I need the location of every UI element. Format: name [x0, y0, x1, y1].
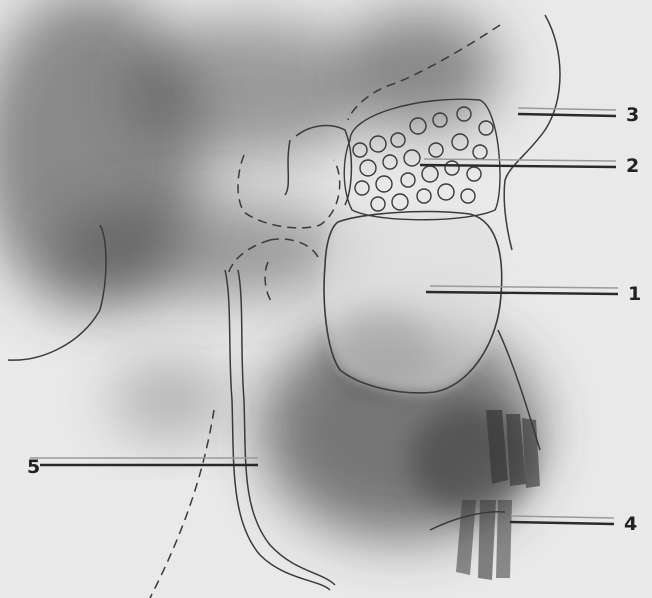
callout-label-3: 3: [626, 106, 639, 125]
mid-dark-band: [50, 200, 350, 300]
left-lower-shadow: [110, 360, 230, 440]
leader-line-4: [510, 522, 614, 524]
orbit-contour: [505, 15, 560, 180]
sinus-cavity: [324, 212, 502, 393]
leader-line-2: [420, 165, 616, 167]
upper-dark-region: [130, 20, 370, 160]
callout-label-1: 1: [628, 285, 641, 304]
orbit-dark-region: [340, 10, 500, 130]
callout-label-2: 2: [626, 157, 639, 176]
callout-label-5: 5: [27, 458, 40, 477]
right-upper-contour: [504, 180, 512, 250]
leader-line-3: [518, 114, 616, 116]
callout-label-4: 4: [624, 515, 637, 534]
